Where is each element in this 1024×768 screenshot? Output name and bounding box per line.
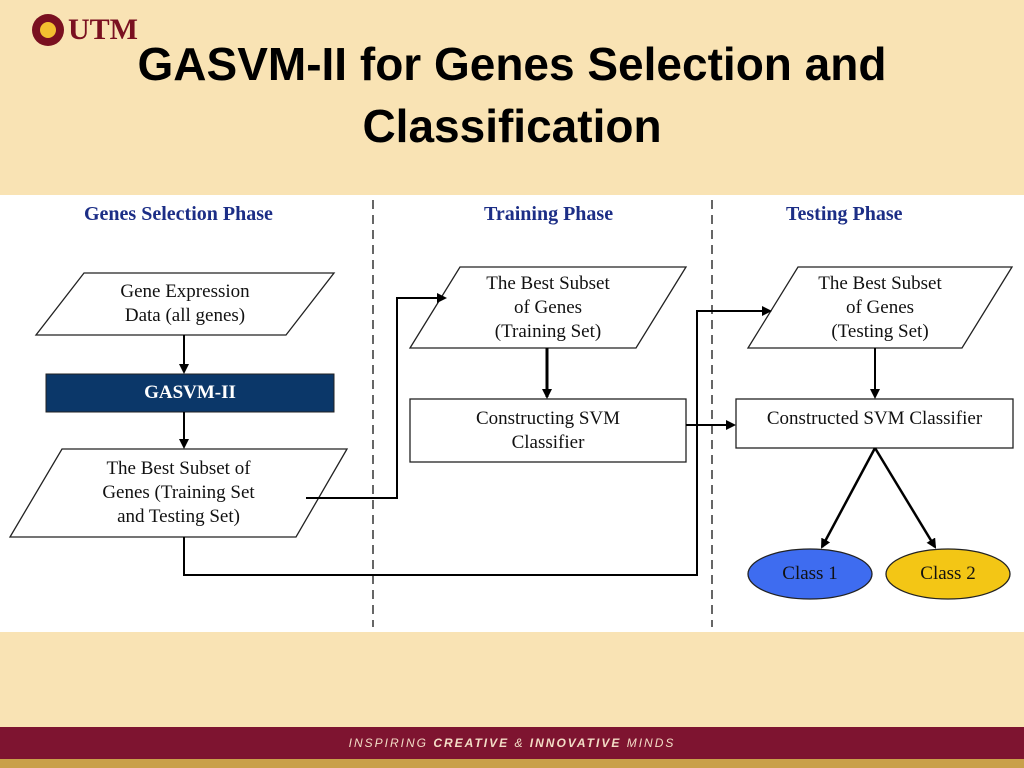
diagram-canvas [8,200,1014,627]
arrow-subset-to-training [306,293,447,499]
slide-header: UTM GASVM-II for Genes Selection and Cla… [0,0,1024,195]
title-line-1: GASVM-II for Genes Selection and [137,38,887,90]
utm-logo: UTM [32,14,138,46]
best-subset-training-shape [408,266,688,349]
best-subset-training-label: The Best Subset of Genes (Training Set) [486,272,610,342]
best-subset-all-shape [8,448,349,538]
arrow-subset-to-testing [183,306,772,576]
tagline-part-2: CREATIVE [433,736,510,750]
gasvm-label: GASVM-II [144,382,236,403]
tagline-part-4: INNOVATIVE [529,736,622,750]
constructed-svm-label: Constructed SVM Classifier [766,408,983,429]
gasvm-shape [45,373,335,413]
footer-tagline: INSPIRING CREATIVE & INNOVATIVE MINDS [349,736,676,750]
phase-label-selection: Genes Selection Phase [84,203,273,225]
phase-label-training: Training Phase [484,203,614,225]
best-subset-all-label: The Best Subset of Genes (Training Set a… [102,458,255,527]
best-subset-testing-shape [746,266,1014,349]
constructed-svm-shape [735,398,1014,449]
arrow-classifier-to-class1 [820,447,877,549]
class1-shape [747,548,873,600]
best-subset-testing-label: The Best Subset of Genes (Testing Set) [818,272,942,342]
footer-band [0,632,1024,727]
constructing-svm-shape [409,398,687,463]
footer-gold-line [0,759,1024,768]
constructing-svm-label: Constructing SVM Classifier [475,407,621,453]
arrow-classifier-to-class2 [873,447,937,549]
phase-label-testing: Testing Phase [786,203,903,225]
class1-label: Class 1 [782,563,838,584]
footer-bar: INSPIRING CREATIVE & INNOVATIVE MINDS [0,727,1024,759]
utm-seal-icon [32,14,64,46]
tagline-part-3: & [509,736,530,750]
gene-expression-shape [34,272,336,336]
tagline-part-1: INSPIRING [348,736,434,750]
gene-expression-label: Gene Expression Data (all genes) [120,281,250,326]
tagline-part-5: MINDS [621,736,676,750]
flow-diagram: Genes Selection Phase Training Phase Tes… [0,195,1024,632]
class2-shape [885,548,1011,600]
class2-label: Class 2 [920,563,976,584]
slide-title: GASVM-II for Genes Selection and Classif… [0,33,1024,157]
logo-text: UTM [68,13,138,46]
title-line-2: Classification [362,100,662,152]
